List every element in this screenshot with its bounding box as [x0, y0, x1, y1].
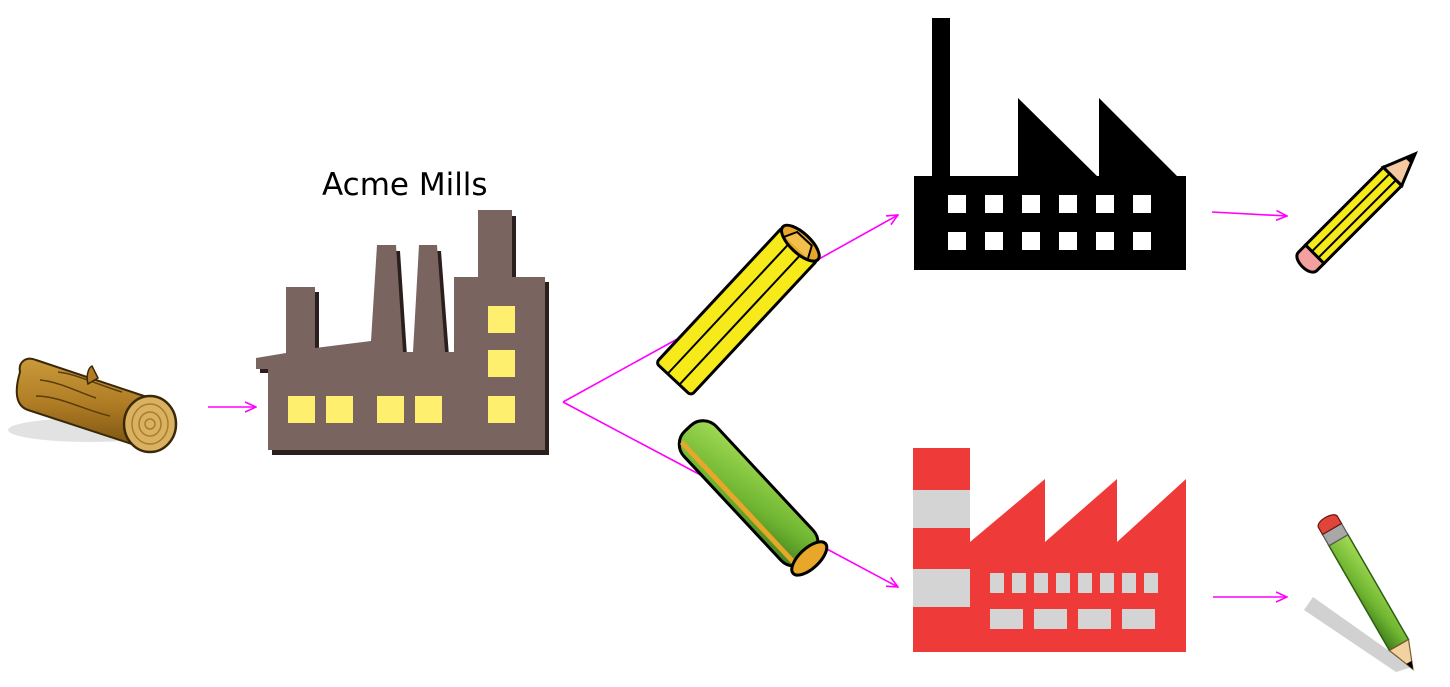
yellow-pencil-slat-icon — [656, 223, 821, 396]
arrow-black-factory-to-yellow-pencil — [1211, 212, 1287, 216]
green-pencil-icon — [1304, 514, 1414, 672]
mill-name-label: Acme Mills — [322, 167, 488, 203]
yellow-pencil-icon — [1295, 151, 1418, 274]
flow-arrows — [208, 212, 1287, 597]
arrow-yellow-slat-to-black-factory — [809, 215, 898, 265]
line-mill-to-yellow-slat — [562, 331, 691, 403]
red-factory-windows — [913, 490, 1158, 629]
arrow-green-slat-to-red-factory — [824, 547, 898, 587]
line-mill-to-green-slat — [562, 401, 711, 481]
red-factory-icon — [913, 448, 1186, 652]
mill-windows — [288, 306, 515, 423]
mill-factory-icon — [256, 210, 549, 455]
green-pencil-slat-icon — [677, 419, 829, 577]
log-icon — [8, 357, 178, 454]
black-factory-icon — [914, 18, 1186, 270]
black-factory-windows — [948, 195, 1151, 250]
